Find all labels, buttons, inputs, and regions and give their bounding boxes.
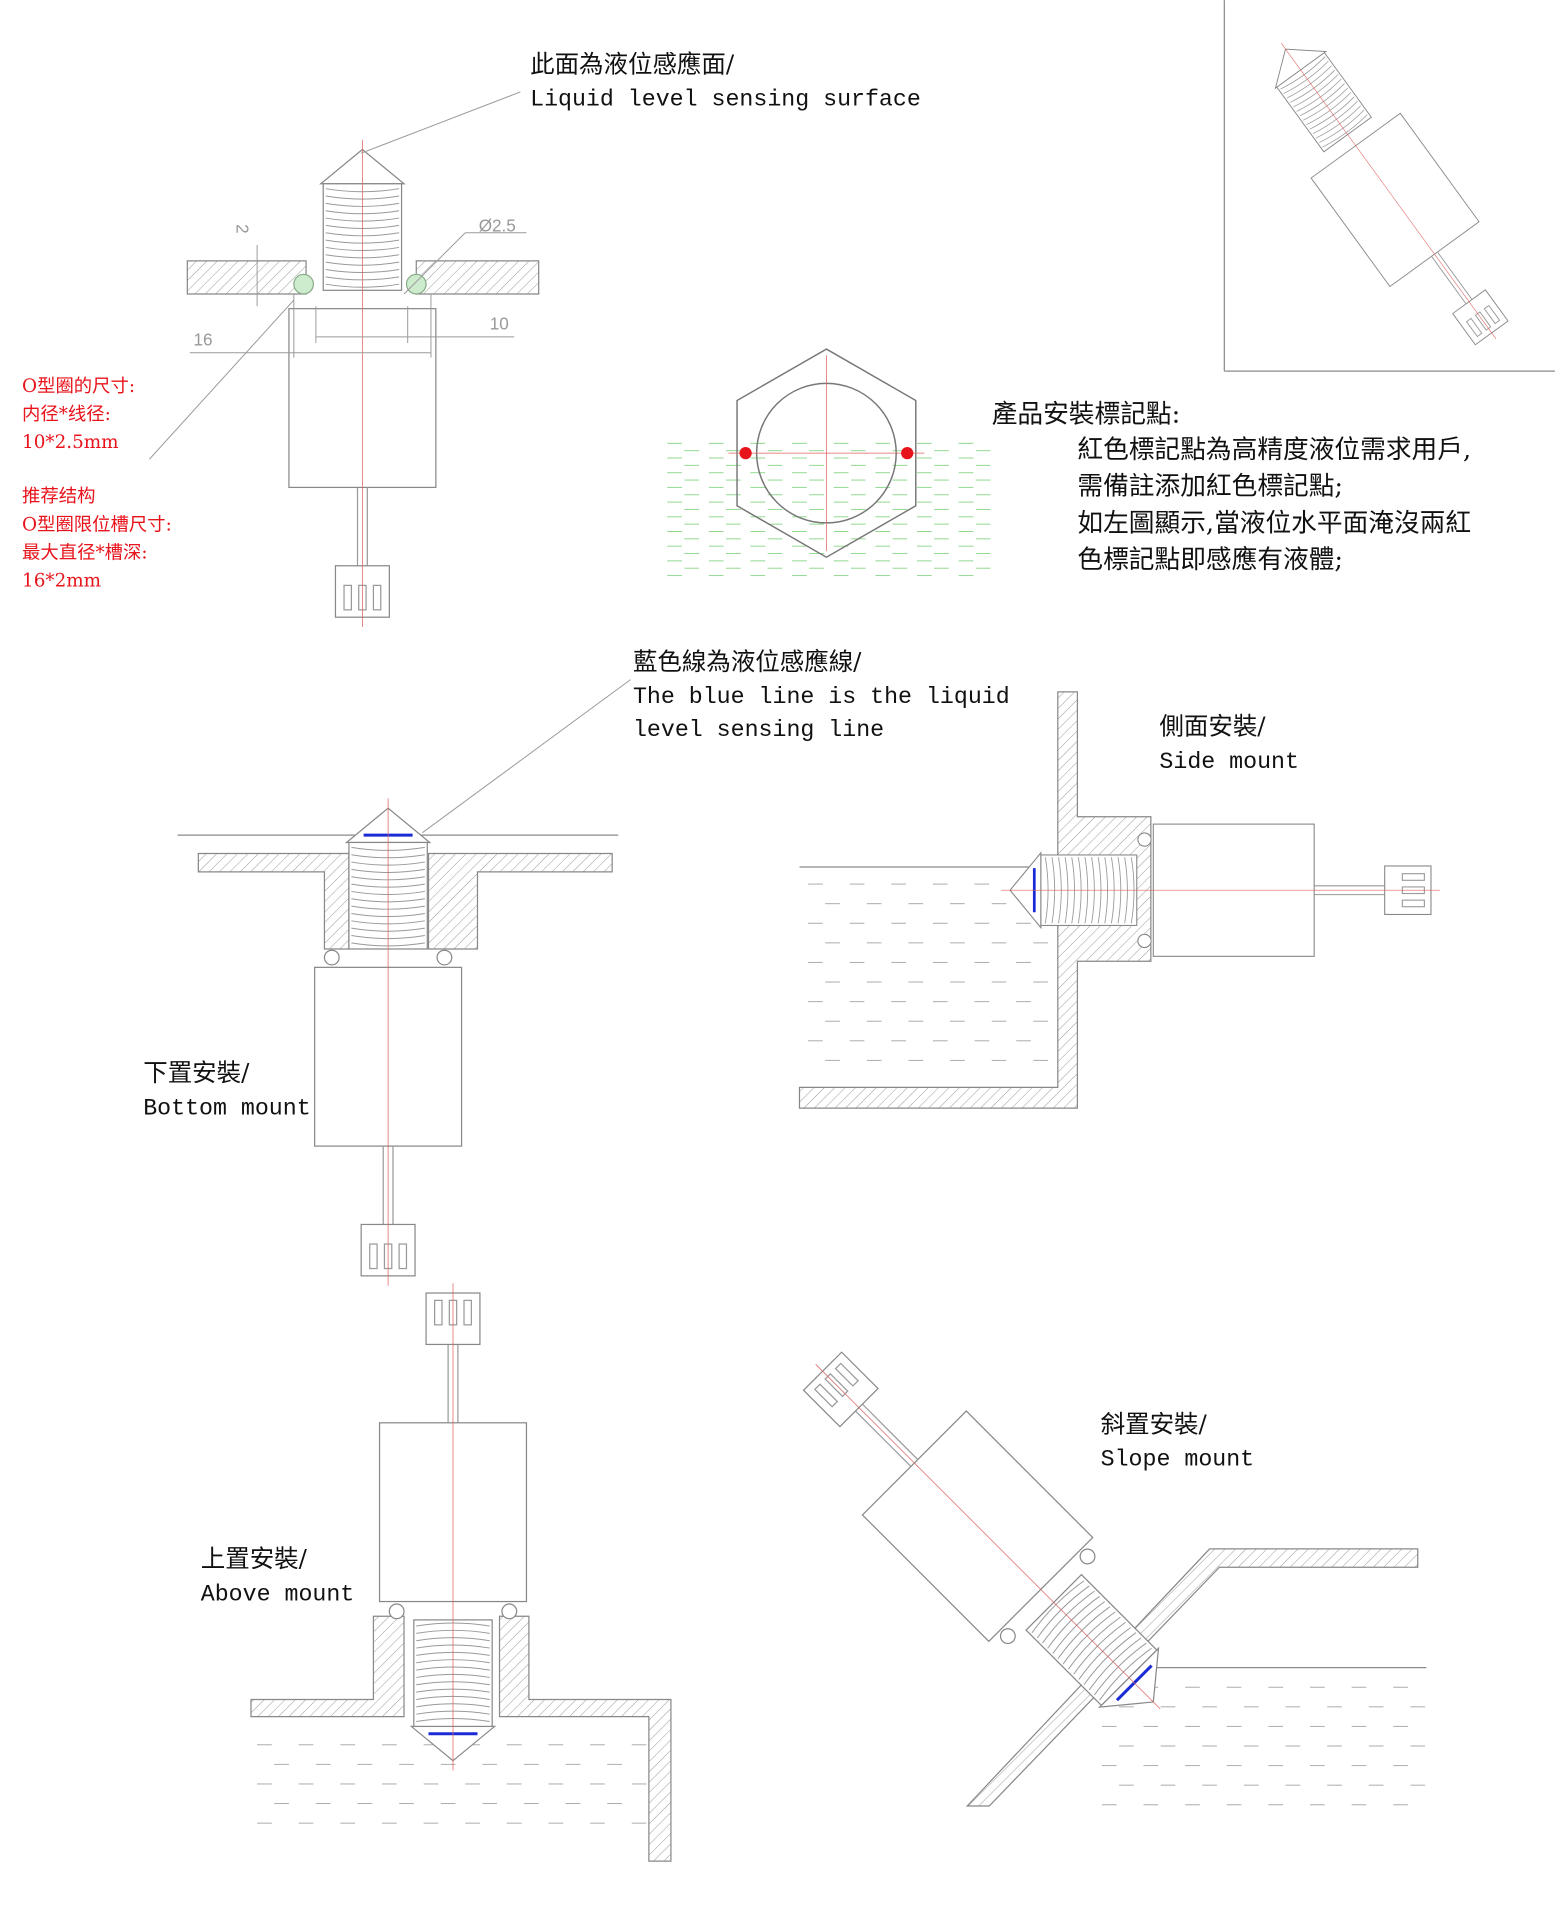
slope-mount-drawing — [802, 1351, 1427, 1807]
sensor — [314, 798, 463, 1286]
connector-pin — [434, 1299, 443, 1326]
connector-pin — [813, 1383, 839, 1408]
tank-wall — [965, 1548, 1419, 1807]
center-line — [815, 1364, 1161, 1710]
oring — [999, 1628, 1016, 1645]
tank-wall — [798, 691, 1152, 1109]
hexagon — [736, 348, 917, 559]
slope-mount-cn: 斜置安裝/ — [1101, 1410, 1208, 1439]
connector-pin — [1465, 317, 1483, 338]
note-line: 10*2.5mm — [22, 432, 119, 453]
center-line — [1280, 43, 1497, 339]
dim-height: 2 — [232, 224, 252, 234]
iso-view-frame — [1223, 0, 1555, 372]
bottom-mount-en: Bottom mount — [143, 1095, 310, 1121]
connector-pin — [1483, 304, 1501, 325]
oring-left — [293, 273, 315, 295]
side-mount-en: Side mount — [1159, 749, 1299, 775]
note-line: 内径*线径: — [22, 404, 111, 425]
wire — [861, 1403, 919, 1460]
marking-heading: 產品安裝標記點: — [992, 400, 1181, 430]
connector-pin — [369, 1243, 378, 1270]
oring-right — [405, 273, 427, 295]
side-mount-drawing — [798, 691, 1440, 1109]
bottom-mount-drawing — [177, 798, 619, 1286]
oring — [323, 949, 340, 966]
bottom-mount-cn: 下置安裝/ — [143, 1058, 250, 1087]
blue-line-note-en-2: level sensing line — [633, 717, 884, 743]
connector-pin — [834, 1362, 859, 1387]
connector-pin — [1401, 899, 1425, 908]
above-mount-en: Above mount — [201, 1581, 354, 1607]
sensing-surface-title-cn: 此面為液位感應面/ — [530, 49, 735, 78]
hexagon-top-view — [667, 348, 991, 577]
wire — [855, 1410, 912, 1467]
dim-outer: 16 — [193, 329, 212, 349]
oring-notes: O型圈的尺寸: 内径*线径: 10*2.5mm 推荐结构 O型圈限位槽尺寸: 最… — [22, 376, 172, 592]
note-line: 推荐结构 — [22, 486, 95, 507]
connector-pin — [1401, 873, 1425, 881]
sensor — [288, 139, 437, 627]
marking-notes: 產品安裝標記點: 紅色標記點為高精度液位需求用戶, 需備註添加紅色標記點; 如左… — [992, 400, 1471, 576]
oring — [501, 1603, 518, 1620]
wire — [1437, 251, 1473, 300]
slope-mount-en: Slope mount — [1101, 1447, 1254, 1473]
marking-line: 色標記點即感應有液體; — [1077, 545, 1343, 575]
sensor — [1274, 43, 1509, 346]
connector-pin — [343, 584, 352, 611]
blue-line-note-en-1: The blue line is the liquid — [633, 684, 1010, 710]
note-line: O型圈限位槽尺寸: — [22, 514, 172, 535]
oring — [436, 949, 453, 966]
top-section-drawing: 2 Ø2.5 16 10 — [149, 91, 540, 627]
wire — [1431, 256, 1467, 305]
oring — [1137, 933, 1152, 949]
sensor — [378, 1283, 528, 1771]
side-mount-cn: 側面安裝/ — [1159, 712, 1266, 741]
tank-plate — [250, 1615, 672, 1862]
marking-line: 紅色標記點為高精度液位需求用戶, — [1077, 435, 1471, 465]
sensor — [802, 1351, 1161, 1710]
dim-inner: 10 — [490, 313, 509, 333]
note-line: 16*2mm — [22, 571, 101, 592]
marking-line: 如左圖顯示,當液位水平面淹沒兩紅 — [1077, 508, 1471, 538]
connector-pin — [463, 1299, 472, 1326]
blue-line-note-cn: 藍色線為液位感應線/ — [633, 647, 862, 676]
above-mount-cn: 上置安裝/ — [201, 1544, 308, 1573]
marking-line: 需備註添加紅色標記點; — [1077, 472, 1343, 502]
dim-oring: Ø2.5 — [479, 216, 516, 236]
sensor — [1001, 823, 1440, 957]
connector-pin — [372, 584, 382, 611]
note-line: 最大直径*槽深: — [22, 542, 148, 563]
oring — [388, 1603, 405, 1620]
sensing-surface-title-en: Liquid level sensing surface — [530, 86, 921, 112]
oring — [1137, 832, 1152, 847]
red-marker-right — [901, 447, 914, 460]
oring — [1079, 1548, 1096, 1565]
note-line: O型圈的尺寸: — [22, 376, 135, 397]
above-mount-drawing — [250, 1283, 672, 1862]
connector-pin — [398, 1243, 408, 1270]
red-marker-left — [739, 447, 752, 460]
